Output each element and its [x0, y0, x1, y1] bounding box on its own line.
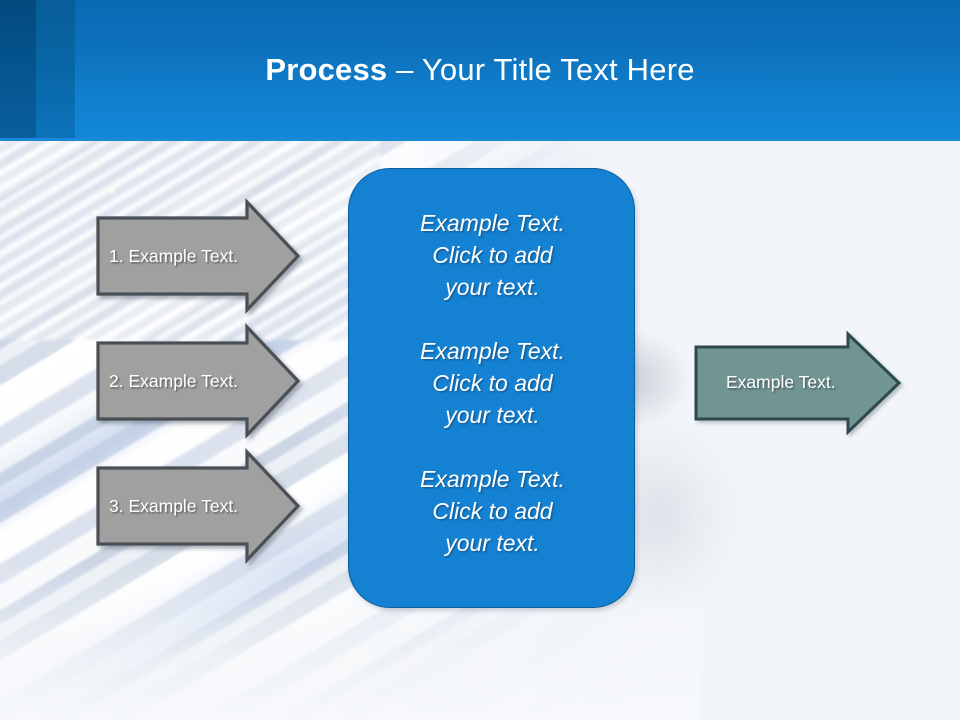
center-paragraph-2-line-2: Click to add — [432, 370, 553, 396]
page-title-strong: Process — [265, 52, 388, 87]
center-paragraph-3-line-1: Example Text. — [420, 466, 565, 492]
center-paragraph-2-line-3: your text. — [445, 402, 540, 428]
center-content-box[interactable]: Example Text. Click to add your text. Ex… — [348, 168, 635, 608]
process-step-arrow-2[interactable]: 2. Example Text. — [95, 322, 305, 440]
title-accent-band-dark — [0, 0, 36, 140]
center-paragraph-2: Example Text. Click to add your text. — [349, 335, 636, 431]
title-accent-band-mid — [36, 0, 75, 140]
result-arrow[interactable]: Example Text. — [693, 330, 908, 437]
center-text-container: Example Text. Click to add your text. Ex… — [349, 207, 636, 559]
process-step-arrow-3[interactable]: 3. Example Text. — [95, 447, 305, 565]
title-bar — [0, 0, 960, 140]
center-paragraph-1-line-2: Click to add — [432, 242, 553, 268]
arrow-right-icon — [96, 447, 301, 565]
center-paragraph-3-line-3: your text. — [445, 530, 540, 556]
center-paragraph-1-line-3: your text. — [445, 274, 540, 300]
center-paragraph-1: Example Text. Click to add your text. — [349, 207, 636, 303]
arrow-right-icon — [96, 322, 301, 440]
page-title-rest: – Your Title Text Here — [387, 52, 695, 87]
process-step-arrow-1[interactable]: 1. Example Text. — [95, 197, 305, 315]
center-paragraph-1-line-1: Example Text. — [420, 210, 565, 236]
arrow-right-icon — [96, 197, 301, 315]
page-title: Process – Your Title Text Here — [0, 50, 960, 90]
center-paragraph-2-line-1: Example Text. — [420, 338, 565, 364]
arrow-right-icon — [694, 330, 902, 436]
center-paragraph-3: Example Text. Click to add your text. — [349, 463, 636, 559]
title-underline — [0, 138, 960, 141]
center-paragraph-3-line-2: Click to add — [432, 498, 553, 524]
